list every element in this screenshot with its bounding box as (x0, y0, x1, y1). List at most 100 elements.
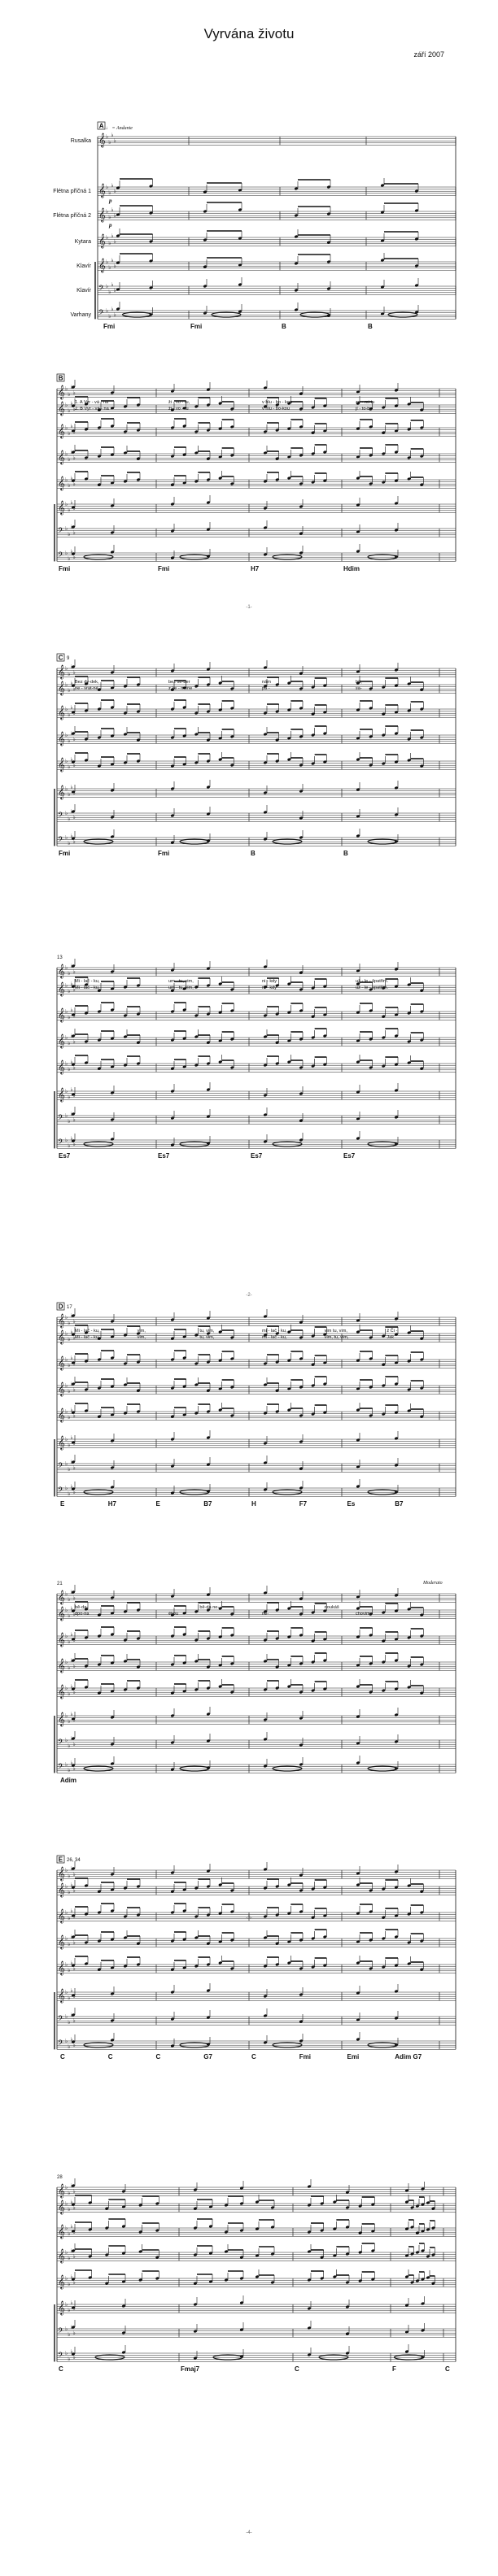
svg-text:♭: ♭ (73, 1318, 76, 1325)
svg-text:♭: ♭ (70, 833, 72, 839)
treble-clef-icon: 𝄞 (58, 705, 65, 720)
svg-text:♭: ♭ (65, 1137, 68, 1143)
score-system: C9𝄞♭♭♭♭𝄞♭♭♭♭𝄞♭♭♭♭𝄞♭♭♭♭𝄞♭♭♭♭𝄞♭♭♭♭𝄢♭♭♭♭𝄢♭♭… (54, 653, 456, 857)
svg-text:♭: ♭ (68, 1442, 70, 1448)
treble-clef-icon: 𝄞 (58, 385, 65, 399)
svg-text:♭: ♭ (68, 507, 70, 513)
svg-text:♭: ♭ (68, 711, 70, 718)
treble-clef-icon: 𝄞 (98, 233, 106, 248)
svg-text:♭: ♭ (73, 1765, 76, 1772)
bass-clef-icon: 𝄢 (58, 2326, 63, 2337)
svg-text:♭: ♭ (114, 287, 116, 294)
page-number: -1- (246, 605, 251, 610)
svg-text:♭: ♭ (68, 1690, 70, 1697)
svg-text:♭: ♭ (65, 1935, 68, 1942)
svg-text:♭: ♭ (65, 681, 68, 688)
svg-text:♭: ♭ (65, 1356, 68, 1363)
treble-clef-icon: 𝄞 (58, 500, 65, 515)
svg-text:♭: ♭ (70, 756, 72, 763)
svg-text:♭: ♭ (73, 2330, 76, 2336)
chord-symbol: H (251, 1500, 256, 1508)
svg-text:♭: ♭ (68, 1889, 70, 1895)
svg-text:♭: ♭ (68, 1873, 70, 1879)
svg-text:♭: ♭ (65, 1436, 68, 1442)
svg-text:♭: ♭ (70, 2274, 72, 2280)
svg-text:♭: ♭ (70, 2036, 72, 2043)
svg-text:♭: ♭ (106, 307, 108, 314)
svg-text:♭: ♭ (65, 1867, 68, 1873)
svg-text:♭: ♭ (68, 2230, 70, 2237)
svg-text:♭: ♭ (65, 1685, 68, 1691)
lyric-syllable: mi - lač - ku, (262, 1335, 287, 1340)
svg-text:♭: ♭ (108, 189, 111, 196)
bass-clef-icon: 𝄢 (58, 1762, 63, 1773)
svg-text:♭: ♭ (73, 968, 76, 975)
svg-text:♭: ♭ (73, 1663, 76, 1669)
svg-text:♭: ♭ (65, 550, 68, 556)
measure-number: 26, 34 (67, 1858, 81, 1863)
chord-symbol: H7 (251, 565, 260, 572)
svg-text:♭: ♭ (68, 840, 70, 846)
svg-text:♭: ♭ (70, 2348, 72, 2355)
treble-clef-icon: 𝄞 (58, 981, 65, 996)
svg-text:♭: ♭ (68, 2331, 70, 2338)
treble-clef-icon: 𝄞 (58, 1060, 65, 1074)
lyric-syllable: chovim (356, 1612, 370, 1617)
svg-text:♭: ♭ (68, 1414, 70, 1421)
svg-text:♭: ♭ (70, 2223, 72, 2230)
svg-text:♭: ♭ (68, 1743, 70, 1749)
svg-text:♭: ♭ (65, 1659, 68, 1665)
svg-text:♭: ♭ (73, 1038, 76, 1045)
rehearsal-mark: E (56, 1855, 65, 1863)
svg-text:♭: ♭ (68, 555, 70, 562)
lyric-syllable: bě-da- (75, 1605, 88, 1610)
svg-text:♭: ♭ (114, 212, 116, 219)
lyric-syllable: ne - vrat-né (75, 686, 98, 691)
svg-text:♭: ♭ (65, 1761, 68, 1768)
treble-clef-icon: 𝄞 (58, 1684, 65, 1699)
svg-text:♭: ♭ (65, 1314, 68, 1321)
svg-text:♭: ♭ (68, 1388, 70, 1395)
svg-text:♭: ♭ (70, 1407, 72, 1413)
lyric-syllable: Mi - lač - ku, (75, 1329, 100, 1334)
svg-text:♭: ♭ (70, 2300, 72, 2306)
bass-clef-icon: 𝄢 (58, 550, 63, 561)
instrument-label: Flétna příčná 2 (53, 213, 91, 219)
measure-number: 21 (57, 1582, 63, 1586)
chord-symbol: Adim G7 (395, 2053, 422, 2060)
tempo-marking: ♩ = Andante (106, 126, 133, 131)
lyric-syllable: vim, (138, 1329, 146, 1334)
svg-text:♭: ♭ (73, 986, 76, 993)
svg-text:♭: ♭ (70, 548, 72, 555)
svg-text:♭: ♭ (65, 1330, 68, 1337)
svg-text:♭: ♭ (106, 259, 108, 265)
svg-text:♭: ♭ (114, 263, 116, 269)
instrument-label: Klavír (76, 263, 92, 269)
lyric-syllable: už - le - spatřim. (356, 986, 389, 990)
lyric-syllable: ěkou (168, 1612, 178, 1617)
bass-clef-icon: 𝄢 (58, 2351, 63, 2361)
instrument-label: Kytara (75, 239, 91, 245)
svg-text:♭: ♭ (70, 1135, 72, 1142)
svg-text:♭: ♭ (111, 132, 113, 138)
svg-text:♭: ♭ (70, 423, 72, 429)
svg-text:♭: ♭ (73, 2188, 76, 2195)
svg-text:♭: ♭ (68, 687, 70, 694)
svg-text:♭: ♭ (68, 791, 70, 798)
bass-clef-icon: 𝄢 (58, 1461, 63, 1472)
svg-text:♭: ♭ (65, 982, 68, 989)
score-title: Vyrvána životu (203, 26, 295, 41)
svg-text:♭: ♭ (65, 1112, 68, 1119)
svg-text:♭: ♭ (68, 1320, 70, 1326)
svg-text:♭: ♭ (73, 1887, 76, 1894)
svg-text:♭: ♭ (68, 1066, 70, 1073)
svg-text:♭: ♭ (68, 2255, 70, 2261)
svg-text:♭: ♭ (70, 2199, 72, 2205)
lyric-syllable: jí - to-bu (355, 407, 373, 411)
chord-symbol: Fmi (190, 323, 202, 330)
measure-number: 13 (57, 955, 63, 960)
treble-clef-icon: 𝄞 (58, 1960, 65, 1975)
lyric-syllable: vim, tu, vim, (325, 1335, 349, 1340)
svg-text:♭: ♭ (68, 1118, 70, 1125)
